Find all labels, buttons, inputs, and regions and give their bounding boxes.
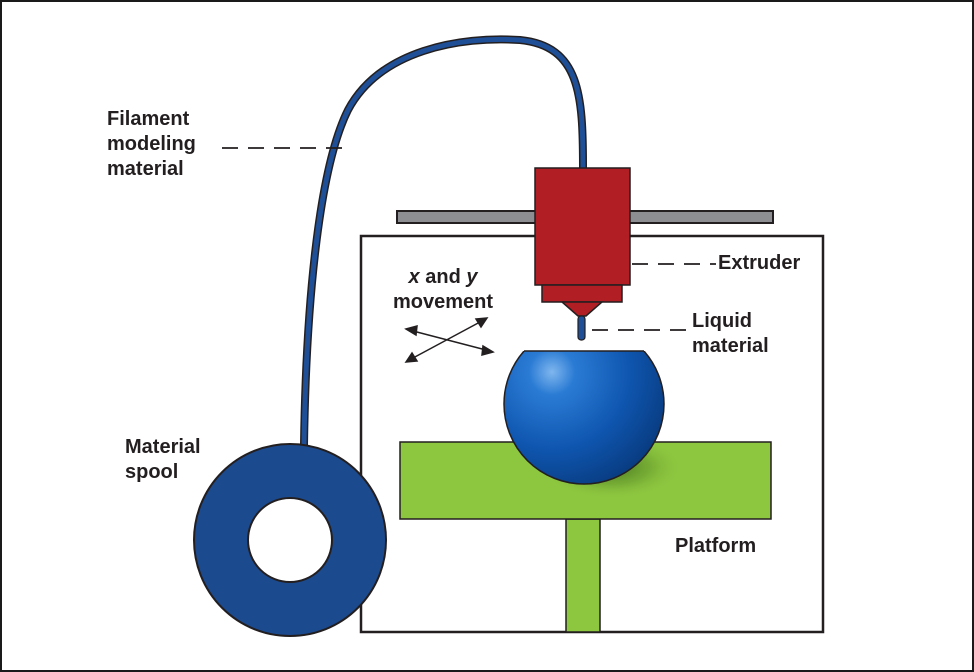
filament-label-line-1: Filament bbox=[107, 108, 190, 130]
x-axis-letter: x bbox=[408, 266, 420, 288]
platform-label: Platform bbox=[675, 535, 757, 557]
extruder-label: Extruder bbox=[718, 252, 801, 274]
extruder-body bbox=[534, 167, 631, 286]
xy-and-text: and bbox=[419, 266, 467, 288]
liquid-label-line-2: material bbox=[692, 335, 769, 357]
xy-label-line-1: x and y bbox=[393, 265, 493, 290]
printed-object bbox=[503, 351, 665, 485]
spool-label-line-2: spool bbox=[125, 461, 179, 483]
nozzle-stream bbox=[577, 315, 586, 341]
extruder-tip bbox=[560, 301, 604, 317]
xy-label-line-2: movement bbox=[393, 291, 494, 313]
spool-hub bbox=[247, 497, 333, 583]
xy-movement-label: x and y movement bbox=[393, 265, 493, 315]
xy-movement-arrows bbox=[404, 317, 495, 363]
filament-modeling-material-label: Filament modeling material bbox=[107, 107, 196, 182]
filament-label-line-2: modeling bbox=[107, 133, 196, 155]
extruder-base bbox=[541, 284, 623, 303]
filament-tube-fill bbox=[301, 36, 586, 446]
y-axis-letter: y bbox=[466, 266, 478, 288]
material-spool-label: Material spool bbox=[125, 435, 201, 485]
liquid-material-label: Liquid material bbox=[692, 309, 769, 359]
liquid-label-line-1: Liquid bbox=[692, 310, 752, 332]
platform-stem bbox=[565, 518, 601, 633]
filament-label-line-3: material bbox=[107, 158, 184, 180]
spool-label-line-1: Material bbox=[125, 436, 201, 458]
